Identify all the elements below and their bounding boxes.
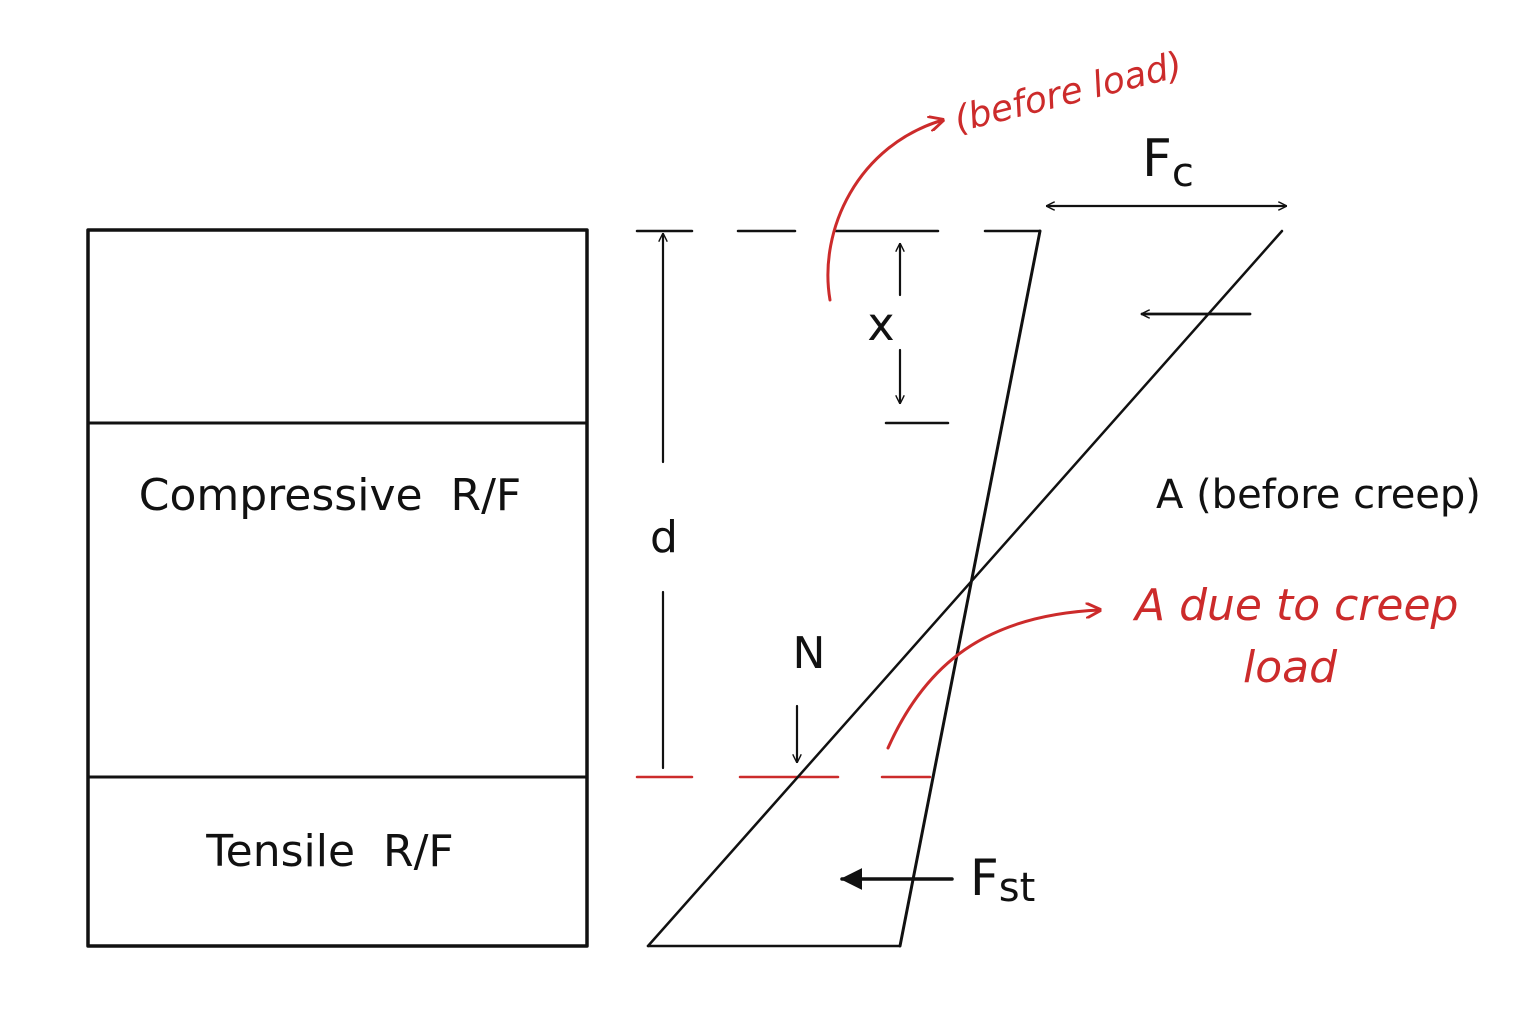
before-load-annotation: (before load) [826, 45, 1186, 302]
fst-force-group: Fst [840, 849, 1035, 911]
fc-label: Fc [1142, 129, 1194, 196]
due-to-creep-annotation: A due to creep load [886, 580, 1472, 750]
before-creep-stress-line [646, 229, 1284, 948]
before-load-label: (before load) [950, 45, 1186, 141]
tensile-rf-label: Tensile R/F [205, 826, 453, 877]
n-label: N [793, 628, 826, 679]
before-load-arrow [826, 120, 943, 302]
depth-d-dimension: d [650, 232, 678, 770]
creep-stress-line [898, 229, 1042, 948]
section-outline [86, 228, 589, 948]
due-to-creep-label: A due to creep load [1132, 580, 1472, 693]
x-dimension: x [867, 242, 950, 425]
n-label-group: N [793, 628, 826, 764]
due-to-creep-arrow [886, 610, 1100, 750]
compressive-rf-label: Compressive R/F [139, 470, 522, 521]
x-label: x [867, 297, 894, 351]
fst-label: Fst [970, 849, 1035, 911]
fc-force-group: Fc [1045, 129, 1288, 314]
beam-section: Compressive R/F Tensile R/F [86, 228, 589, 948]
stress-distribution [646, 229, 1284, 948]
before-creep-label: A (before creep) [1156, 472, 1481, 518]
d-label: d [650, 512, 678, 563]
